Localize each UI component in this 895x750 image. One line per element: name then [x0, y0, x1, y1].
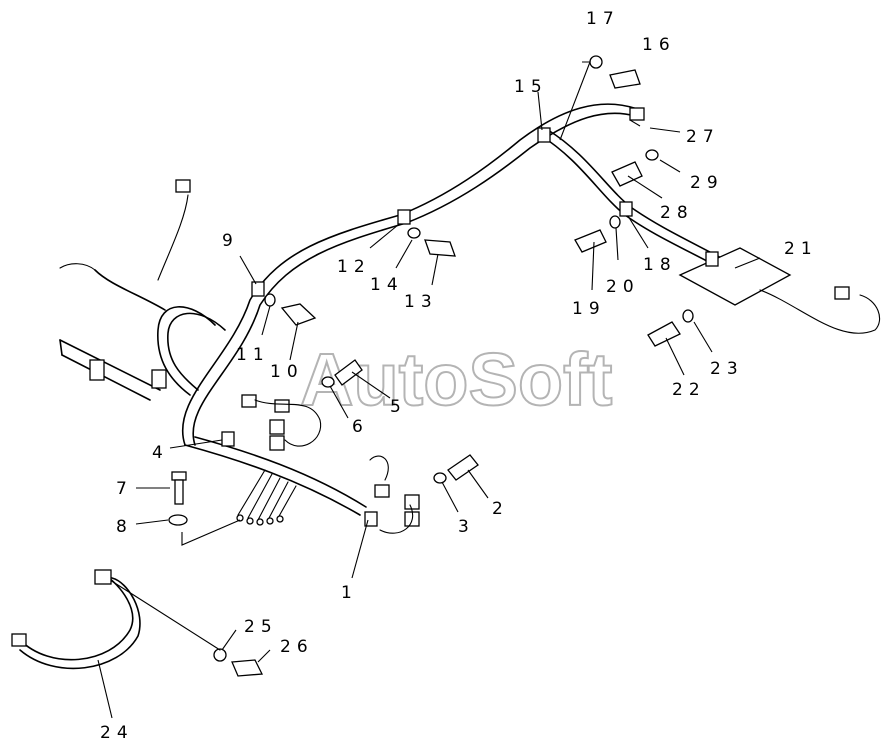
- callout-5: 5: [390, 397, 407, 417]
- callout-27: 27: [686, 127, 720, 147]
- harness-clamps: [221, 107, 719, 527]
- frame-rail: [59, 339, 167, 401]
- callout-4: 4: [152, 443, 169, 463]
- callout-19: 19: [572, 299, 606, 319]
- callout-26: 26: [280, 637, 314, 657]
- connector-top-left: [175, 179, 191, 193]
- callout-1: 1: [341, 583, 358, 603]
- callout-12: 12: [337, 257, 371, 277]
- callout-25: 25: [244, 617, 278, 637]
- harness-24: [11, 569, 221, 670]
- callout-6: 6: [352, 417, 369, 437]
- bracket-plate-21: [678, 247, 792, 306]
- callout-21: 21: [784, 239, 818, 259]
- rail-clamp-2: [151, 369, 167, 389]
- fasteners: [168, 55, 694, 677]
- callout-23: 23: [710, 359, 744, 379]
- callout-29: 29: [690, 173, 724, 193]
- callout-13: 13: [404, 292, 438, 312]
- callout-18: 18: [643, 255, 677, 275]
- callout-labels: 1 2 3 4 5 6 7 8 9 10 11 12 13 14 15 16 1…: [100, 9, 818, 743]
- callout-24: 24: [100, 723, 134, 743]
- callout-3: 3: [458, 517, 475, 537]
- callout-15: 15: [514, 77, 548, 97]
- callout-14: 14: [370, 275, 404, 295]
- callout-22: 22: [672, 380, 706, 400]
- callout-2: 2: [492, 499, 509, 519]
- callout-28: 28: [660, 203, 694, 223]
- connector-cluster: [241, 394, 420, 534]
- callout-16: 16: [642, 35, 676, 55]
- callout-9: 9: [222, 231, 239, 251]
- leader-lines: [97, 61, 761, 719]
- callout-7: 7: [116, 479, 133, 499]
- callout-8: 8: [116, 517, 133, 537]
- watermark: AutoSoft: [300, 338, 612, 421]
- callout-11: 11: [236, 345, 270, 365]
- callout-20: 20: [606, 277, 640, 297]
- callout-17: 17: [586, 9, 620, 29]
- rail-clamp-1: [89, 359, 105, 381]
- ground-terminals: [236, 469, 297, 526]
- connector-right: [834, 286, 850, 300]
- callout-10: 10: [270, 362, 304, 382]
